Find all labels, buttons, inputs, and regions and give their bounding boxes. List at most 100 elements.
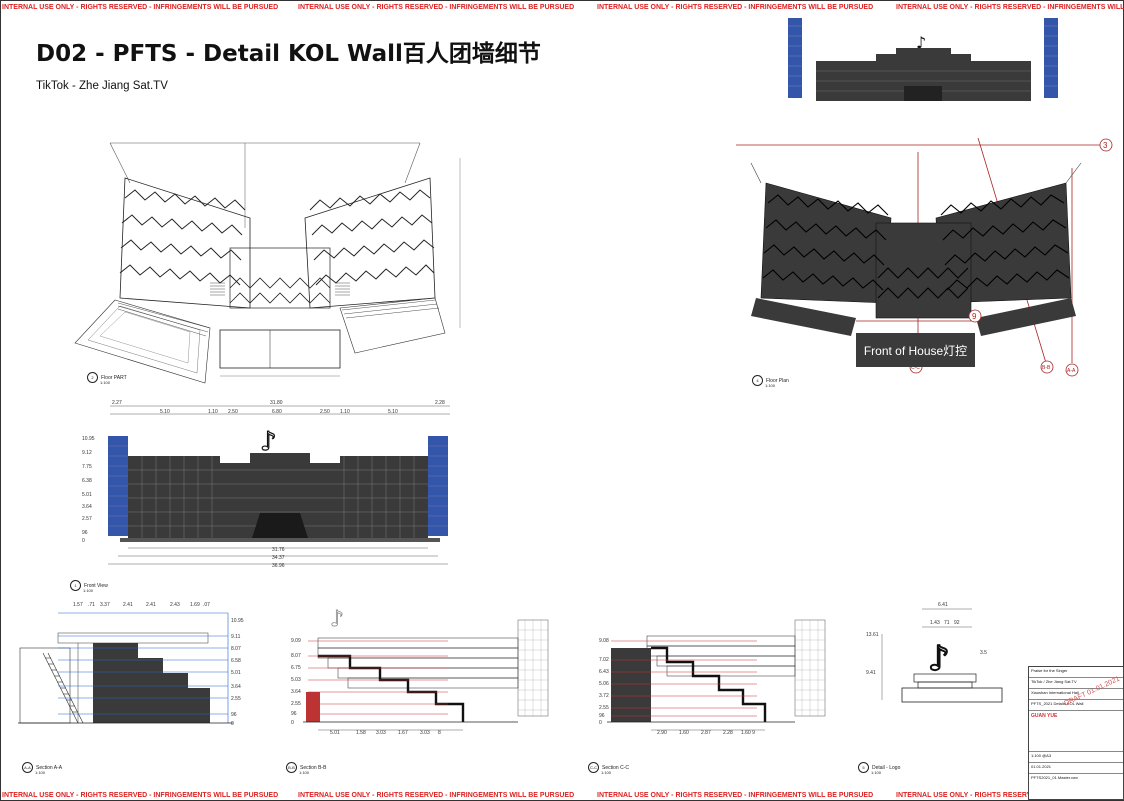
floor-plan-left xyxy=(74,142,461,384)
dim-seg-6: 1.10 xyxy=(340,409,350,415)
sc-bot-4: 2.28 xyxy=(723,730,733,736)
banner-bottom-4: INTERNAL USE ONLY - RIGHTS RESERVED - IN… xyxy=(896,792,1124,799)
marker-grid-3: 3 xyxy=(1103,141,1108,150)
caption-label: Detail - Logo xyxy=(872,764,901,771)
tb-file: PFTS2021_01 Master.vwx xyxy=(1031,775,1078,780)
logo-detail: 6.41 1.43 71 92 13.61 9.41 3.5 ♪ xyxy=(866,602,1003,703)
caption-label: Floor Plan xyxy=(766,377,789,384)
dim-seg-4: 6.80 xyxy=(272,409,282,415)
caption-number: A-A xyxy=(22,762,33,773)
caption-label: Front View xyxy=(84,582,108,589)
sa-lvl-8: 96 xyxy=(231,712,237,718)
logo-dim-sub-3: 92 xyxy=(954,620,960,626)
caption-scale: 1:100 xyxy=(35,770,46,775)
sa-lvl-7: 2.55 xyxy=(231,696,241,702)
caption-number: 5 xyxy=(858,762,869,773)
sb-lvl-2: 8.07 xyxy=(291,653,301,659)
sa-top-5: 2.41 xyxy=(146,602,156,608)
dim-left-edge: 2.27 xyxy=(112,400,122,406)
dim-bottom-1: 31.76 xyxy=(272,547,285,553)
section-c-c: 9.08 7.02 6.43 5.06 3.72 2.55 96 0 2.90 … xyxy=(599,619,826,736)
sc-lvl-2: 7.02 xyxy=(599,657,609,663)
sc-lvl-8: 0 xyxy=(599,720,602,726)
sa-top-6: 2.43 xyxy=(170,602,180,608)
sc-bot-2: 1.60 xyxy=(679,730,689,736)
svg-text:♪: ♪ xyxy=(928,639,950,679)
caption-label: Section B-B xyxy=(300,764,327,771)
banner-bottom-2: INTERNAL USE ONLY - RIGHTS RESERVED - IN… xyxy=(298,792,575,799)
sa-top-7: 1.69 xyxy=(190,602,200,608)
logo-dim-top: 6.41 xyxy=(938,602,948,608)
sb-lvl-6: 2.55 xyxy=(291,701,301,707)
caption-scale: 1:100 xyxy=(83,588,94,593)
sb-bot-6: 8 xyxy=(438,730,441,736)
marker-bb: B-B xyxy=(1042,365,1051,371)
sb-lvl-4: 5.03 xyxy=(291,677,301,683)
dim-seg-5: 2.50 xyxy=(320,409,330,415)
caption-scale: 1:100 xyxy=(871,770,882,775)
section-a-a: 1.57 .71 3.37 2.41 2.41 2.43 1.69 .07 10… xyxy=(18,602,244,727)
caption-number: B-B xyxy=(286,762,297,773)
page-subtitle: TikTok - Zhe Jiang Sat.TV xyxy=(36,80,168,92)
sa-lvl-3: 8.07 xyxy=(231,646,241,652)
sa-lvl-4: 6.58 xyxy=(231,658,241,664)
sa-top-1: 1.57 xyxy=(73,602,83,608)
banner-top-2: INTERNAL USE ONLY - RIGHTS RESERVED - IN… xyxy=(298,4,575,11)
front-elevation-mini: ♪ xyxy=(788,18,1058,101)
dim-seg-7: 5.10 xyxy=(388,409,398,415)
banner-bottom-3: INTERNAL USE ONLY - RIGHTS RESERVED - IN… xyxy=(597,792,874,799)
level-9: 0 xyxy=(82,538,85,544)
tb-scale: 1:100 @A3 xyxy=(1029,752,1123,763)
front-of-house-box: Front of House灯控 xyxy=(856,333,975,367)
caption-scale: 1:100 xyxy=(100,380,111,385)
caption-label: Section A-A xyxy=(36,764,63,771)
tb-company-logo: GUAN YUE xyxy=(1031,713,1058,719)
sb-lvl-1: 9.09 xyxy=(291,638,301,644)
caption-number: 2 xyxy=(87,372,98,383)
sb-bot-4: 1.67 xyxy=(398,730,408,736)
level-5: 5.01 xyxy=(82,492,92,498)
logo-dim-sub-2: 71 xyxy=(944,620,950,626)
sa-top-8: .07 xyxy=(203,602,210,608)
banner-top-4: INTERNAL USE ONLY - RIGHTS RESERVED - IN… xyxy=(896,4,1124,11)
marker-grid-9: 9 xyxy=(972,312,977,321)
section-b-b: ♪ 9.09 8.07 6.75 5.03 3.64 2.55 96 0 5.0… xyxy=(291,607,549,736)
svg-text:♪: ♪ xyxy=(916,33,926,52)
tb-notes xyxy=(1029,721,1123,752)
caption-label: Section C-C xyxy=(602,764,629,771)
level-2: 9.12 xyxy=(82,450,92,456)
page-title: D02 - PFTS - Detail KOL Wall百人团墙细节 xyxy=(36,41,541,67)
dim-bottom-3: 36.96 xyxy=(272,563,285,569)
sb-bot-2: 1.58 xyxy=(356,730,366,736)
logo-dim-left-top: 13.61 xyxy=(866,632,879,638)
dim-seg-3: 2.50 xyxy=(228,409,238,415)
tb-date: 01.01.2021 xyxy=(1029,763,1123,774)
level-6: 3.64 xyxy=(82,504,92,510)
level-8: 96 xyxy=(82,530,88,536)
sc-bot-3: 2.87 xyxy=(701,730,711,736)
caption-number: C-C xyxy=(588,762,599,773)
sb-lvl-7: 96 xyxy=(291,711,297,717)
sb-bot-1: 5.01 xyxy=(330,730,340,736)
sc-lvl-7: 96 xyxy=(599,713,605,719)
svg-text:♪: ♪ xyxy=(260,427,277,457)
level-3: 7.75 xyxy=(82,464,92,470)
tb-project: Praise for the Singer xyxy=(1029,667,1123,678)
sc-lvl-5: 3.72 xyxy=(599,693,609,699)
dim-right-edge: 2.28 xyxy=(435,400,445,406)
sa-lvl-6: 3.64 xyxy=(231,684,241,690)
sb-bot-5: 3.03 xyxy=(420,730,430,736)
sa-top-3: 3.37 xyxy=(100,602,110,608)
tb-client: TikTok / Zhe Jiang Sat.TV xyxy=(1029,678,1123,689)
floor-plan-right: 3 9 C-C B-B A-A xyxy=(736,138,1113,377)
marker-aa: A-A xyxy=(1067,368,1076,374)
caption-number: 1 xyxy=(70,580,81,591)
logo-dim-right: 3.5 xyxy=(980,650,987,656)
caption-number: 4 xyxy=(752,375,763,386)
sb-lvl-8: 0 xyxy=(291,720,294,726)
sc-bot-5: 1.60 9 xyxy=(741,730,755,736)
sb-bot-3: 3.03 xyxy=(376,730,386,736)
